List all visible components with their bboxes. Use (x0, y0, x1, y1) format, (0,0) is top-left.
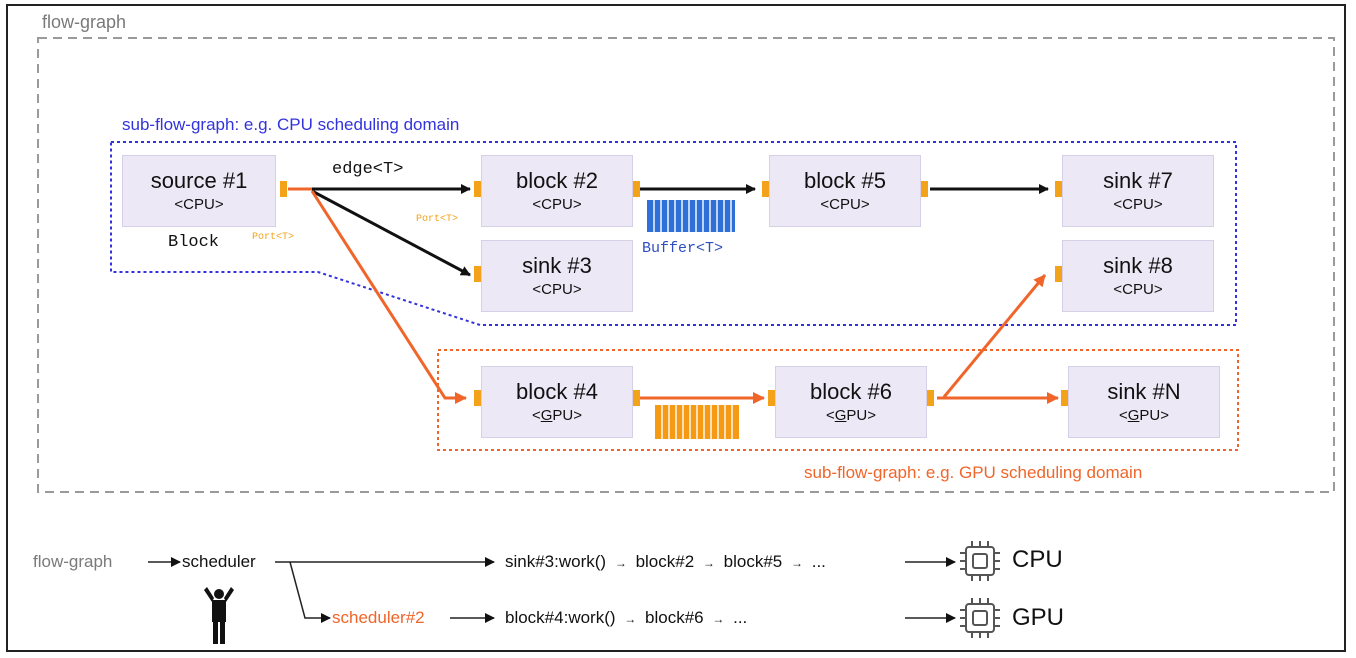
block-sinkN: sink #N <GPU> (1068, 366, 1220, 438)
block-name: block #5 (804, 168, 886, 193)
port-block2-out (633, 181, 640, 197)
block-name: block #2 (516, 168, 598, 193)
block-name: sink #N (1107, 379, 1181, 404)
port-sink3-in (474, 266, 481, 282)
port-sink8-in (1055, 266, 1062, 282)
port-sinkN-in (1061, 390, 1068, 406)
gpu-work-chain: block#4:work() → block#6 → ... (505, 608, 748, 627)
block-processor: <GPU> (531, 407, 583, 424)
block-name: sink #3 (522, 253, 592, 278)
buffer-label: Buffer<T> (642, 240, 724, 257)
flow-graph-title: flow-graph (42, 12, 127, 32)
port-sink7-in (1055, 181, 1062, 197)
block-name: block #6 (810, 379, 892, 404)
edge-source1-sink3 (311, 189, 471, 277)
block-processor: <CPU> (174, 196, 224, 213)
block-processor: <GPU> (825, 407, 877, 424)
block-processor: <CPU> (532, 281, 582, 298)
block-sink7: sink #7 <CPU> (1062, 155, 1214, 227)
port-block2-in (474, 181, 481, 197)
port-source1-out (280, 181, 287, 197)
cpu-domain-label: sub-flow-graph: e.g. CPU scheduling doma… (122, 115, 460, 134)
gpu-target-label: GPU (1012, 604, 1065, 631)
port-block4-out (633, 390, 640, 406)
port-block5-out (921, 181, 928, 197)
block-block4: block #4 <GPU> (481, 366, 633, 438)
port-block4-in (474, 390, 481, 406)
port-label-block2: Port<T> (416, 214, 459, 225)
block-name: source #1 (150, 168, 248, 193)
flow-graph-boundary (37, 37, 1335, 493)
block-processor: <CPU> (532, 196, 582, 213)
block-name: sink #8 (1103, 253, 1173, 278)
person-icon (204, 587, 234, 644)
cpu-chip-icon (960, 541, 1000, 581)
port-block5-in (762, 181, 769, 197)
block-name: block #4 (516, 379, 598, 404)
edge-block6-sink8 (942, 274, 1047, 398)
port-label-source: Port<T> (252, 232, 295, 243)
block-name: sink #7 (1103, 168, 1173, 193)
cpu-buffer (647, 200, 735, 232)
port-block6-out (927, 390, 934, 406)
block-sink8: sink #8 <CPU> (1062, 240, 1214, 312)
block-processor: <CPU> (820, 196, 870, 213)
scheduler-label: scheduler (182, 552, 256, 571)
block-source1: source #1 <CPU> (122, 155, 276, 227)
sched-flow-graph-label: flow-graph (33, 552, 113, 571)
edge-source1-block4 (310, 190, 467, 404)
gpu-domain-label: sub-flow-graph: e.g. GPU scheduling doma… (804, 463, 1143, 482)
block-label: Block (168, 233, 220, 252)
cpu-target-label: CPU (1012, 546, 1063, 573)
scheduler2-label: scheduler#2 (332, 608, 425, 627)
block-processor: <GPU> (1118, 407, 1170, 424)
edge-label: edge<T> (332, 160, 404, 179)
block-block6: block #6 <GPU> (775, 366, 927, 438)
cpu-work-chain: sink#3:work() → block#2 → block#5 → ... (505, 552, 826, 571)
cpu-domain-boundary (110, 141, 1237, 326)
block-block5: block #5 <CPU> (769, 155, 921, 227)
block-processor: <CPU> (1113, 281, 1163, 298)
port-block6-in (768, 390, 775, 406)
gpu-chip-icon (960, 598, 1000, 638)
gpu-buffer (655, 405, 739, 439)
sched-arrow-sched2 (289, 561, 331, 623)
block-block2: block #2 <CPU> (481, 155, 633, 227)
diagram-frame (6, 4, 1346, 652)
block-sink3: sink #3 <CPU> (481, 240, 633, 312)
block-processor: <CPU> (1113, 196, 1163, 213)
